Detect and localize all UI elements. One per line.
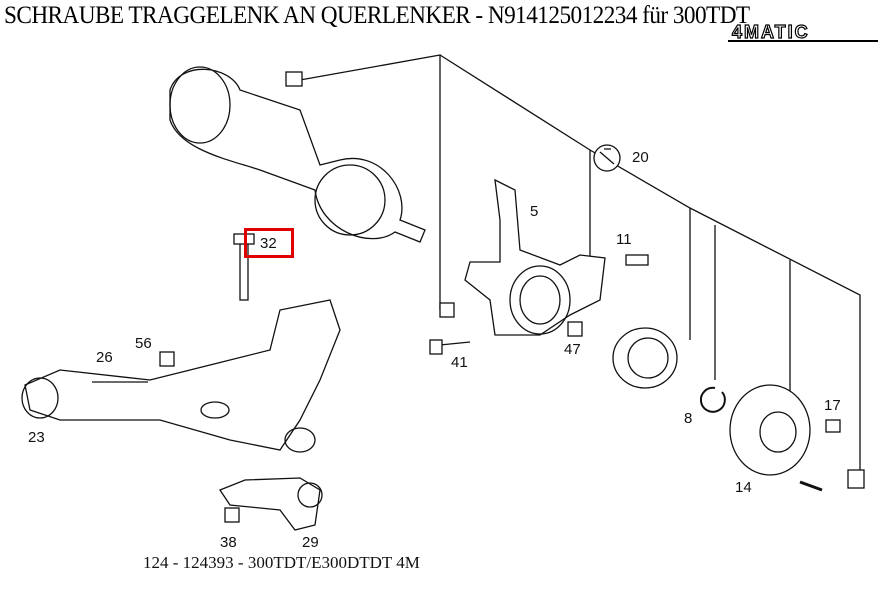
part-label-23[interactable]: 23 — [28, 429, 45, 446]
part-label-17[interactable]: 17 — [824, 397, 841, 414]
page-title: SCHRAUBE TRAGGELENK AN QUERLENKER - N914… — [4, 2, 750, 29]
part-label-5[interactable]: 5 — [530, 203, 539, 220]
model-caption: 124 - 124393 - 300TDT/E300DTDT 4M — [143, 553, 420, 572]
part-label-26[interactable]: 26 — [96, 349, 113, 366]
svg-text:4MATIC: 4MATIC — [732, 22, 810, 42]
part-label-8[interactable]: 8 — [684, 410, 693, 427]
4matic-logo: 4MATIC — [728, 22, 878, 43]
part-label-11[interactable]: 11 — [616, 231, 632, 248]
part-label-38[interactable]: 38 — [220, 534, 237, 551]
highlight-box-part-32 — [244, 228, 294, 258]
part-label-20[interactable]: 20 — [632, 149, 649, 166]
part-label-14[interactable]: 14 — [735, 479, 752, 496]
part-label-29[interactable]: 29 — [302, 534, 319, 551]
part-label-56[interactable]: 56 — [135, 335, 152, 352]
part-label-32[interactable]: 32 — [260, 235, 277, 252]
part-label-47[interactable]: 47 — [564, 341, 581, 358]
part-label-41[interactable]: 41 — [451, 354, 468, 371]
